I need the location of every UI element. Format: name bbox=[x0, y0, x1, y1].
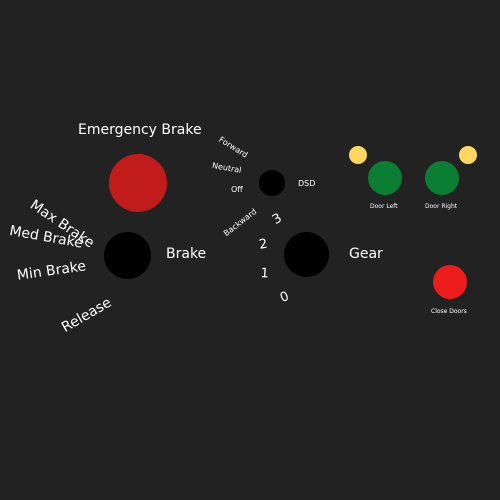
emergency-brake-label: Emergency Brake bbox=[78, 122, 202, 138]
close-doors-button[interactable] bbox=[433, 265, 467, 299]
brake-position-min-label: Min Brake bbox=[16, 258, 88, 284]
door-left-button[interactable] bbox=[368, 161, 402, 195]
brake-knob[interactable] bbox=[104, 232, 151, 279]
reverser-position-forward-label: Forward bbox=[217, 135, 250, 160]
gear-knob[interactable] bbox=[284, 232, 329, 277]
door-right-indicator-light bbox=[459, 146, 477, 164]
reverser-position-neutral-label: Neutral bbox=[211, 161, 243, 175]
door-left-indicator-light bbox=[349, 146, 367, 164]
door-right-button[interactable] bbox=[425, 161, 459, 195]
gear-position-1-label: 1 bbox=[259, 266, 270, 282]
brake-position-release-label: Release bbox=[59, 294, 115, 336]
reverser-knob[interactable] bbox=[259, 170, 285, 196]
door-left-label: Door Left bbox=[370, 203, 398, 210]
dsd-label: DSD bbox=[298, 179, 316, 188]
gear-label: Gear bbox=[349, 246, 383, 262]
gear-position-3-label: 3 bbox=[270, 210, 285, 228]
brake-label: Brake bbox=[166, 246, 207, 262]
gear-position-0-label: 0 bbox=[278, 288, 292, 306]
reverser-position-off-label: Off bbox=[231, 185, 243, 194]
reverser-position-backward-label: Backward bbox=[222, 206, 259, 239]
door-right-label: Door Right bbox=[425, 203, 458, 210]
gear-position-2-label: 2 bbox=[258, 236, 269, 253]
close-doors-label: Close Doors bbox=[431, 308, 467, 315]
emergency-brake-button[interactable] bbox=[109, 154, 167, 212]
